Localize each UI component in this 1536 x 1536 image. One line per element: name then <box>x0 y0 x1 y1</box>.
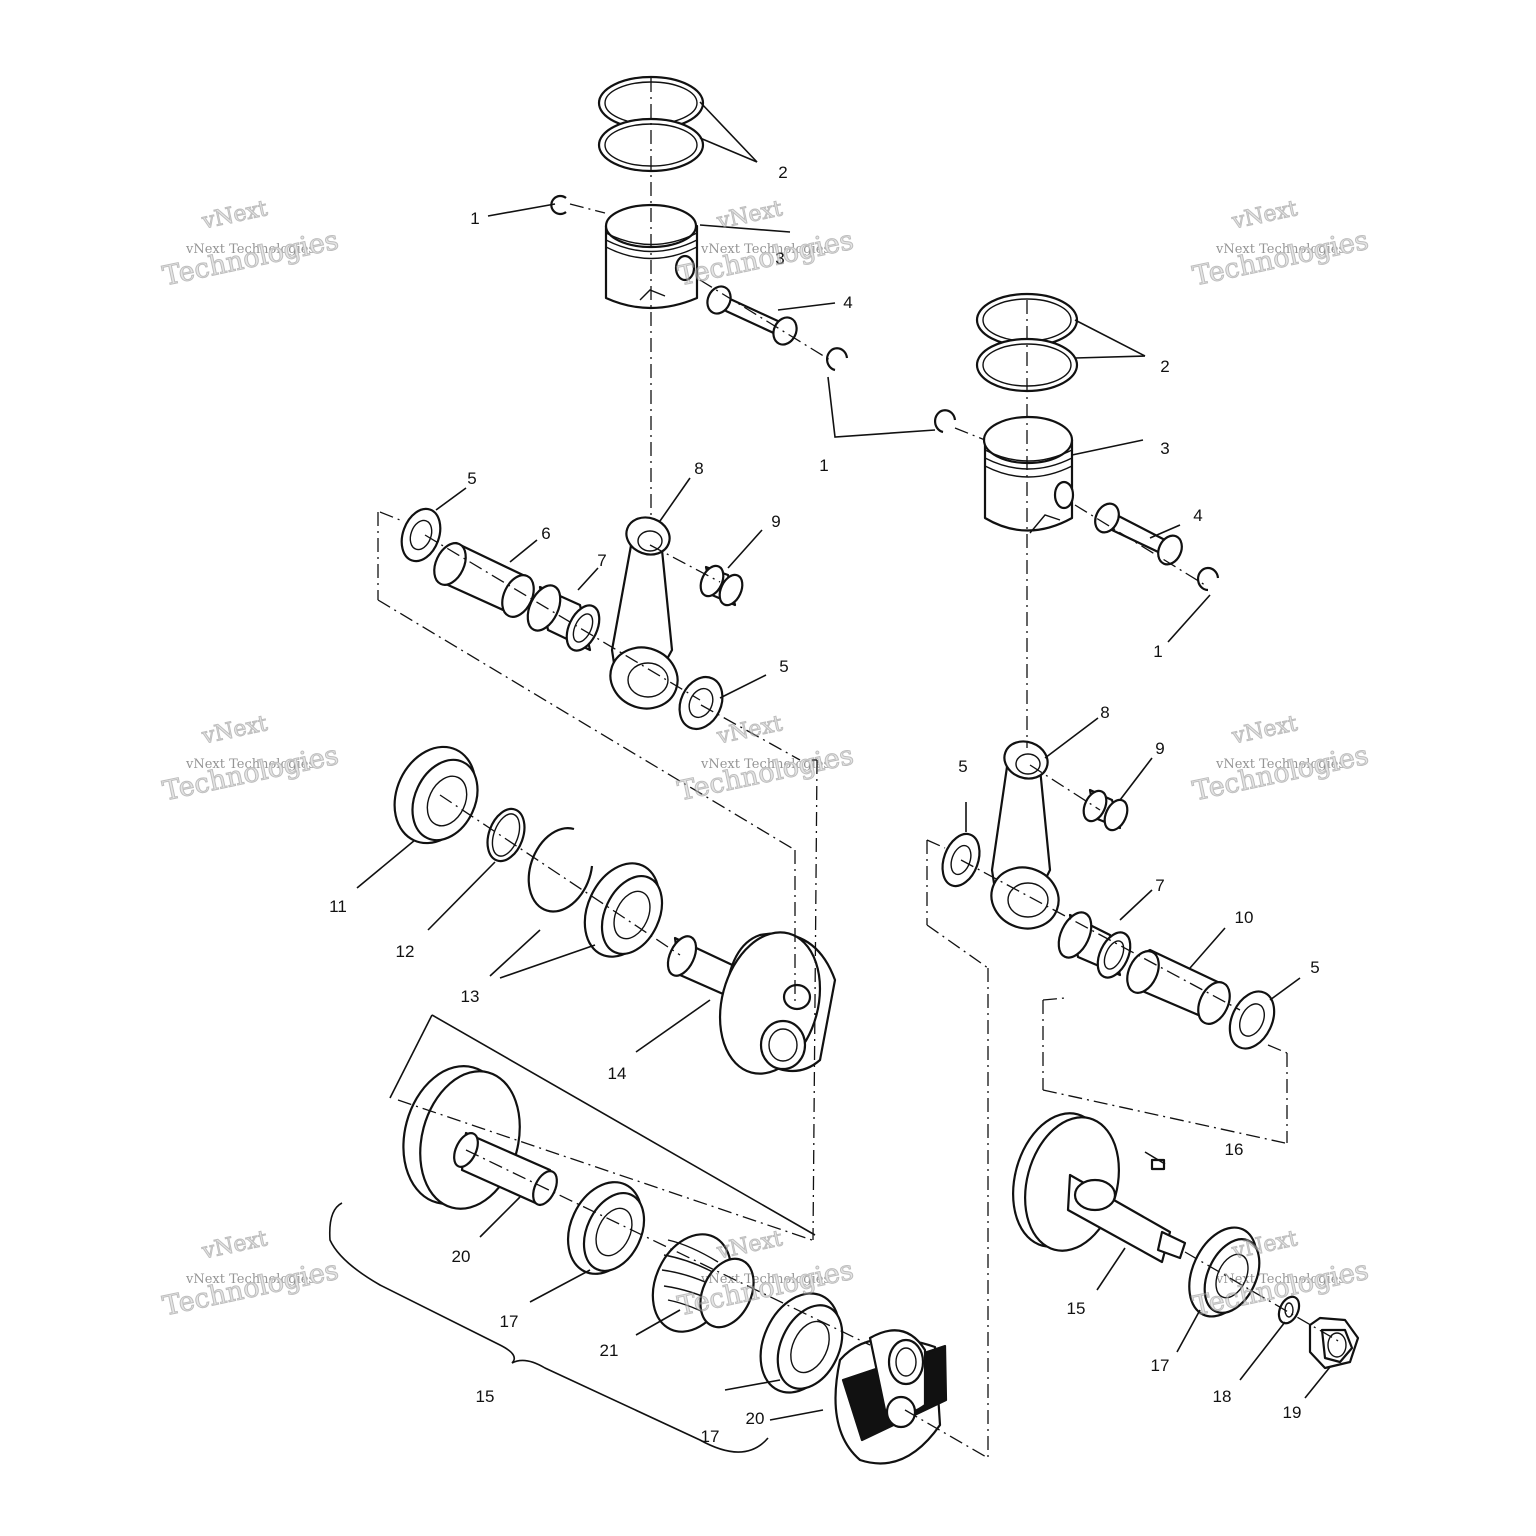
crank-pin-left <box>433 541 535 618</box>
circlip-mid-left <box>826 347 849 372</box>
labyrinth-seal-21 <box>651 1233 755 1333</box>
main-bearing-11 <box>393 745 479 845</box>
thrust-washer-upper-left <box>400 507 442 563</box>
label-19: 19 <box>1283 1403 1302 1422</box>
label-3-upper-left: 3 <box>775 249 784 268</box>
label-20-lower: 20 <box>746 1409 765 1428</box>
nut-19 <box>1308 1316 1360 1370</box>
label-15-right: 15 <box>1067 1299 1086 1318</box>
label-3-right: 3 <box>1160 439 1169 458</box>
label-13: 13 <box>461 987 480 1006</box>
label-9-left: 9 <box>771 512 780 531</box>
label-7-left: 7 <box>597 551 606 570</box>
label-18: 18 <box>1213 1387 1232 1406</box>
label-4-upper-left: 4 <box>843 293 852 312</box>
key-16 <box>1150 1158 1166 1171</box>
label-8-right: 8 <box>1100 703 1109 722</box>
label-2-upper-left: 2 <box>778 163 787 182</box>
crank-pin-right <box>1126 948 1231 1025</box>
centerlines <box>377 78 1341 1459</box>
connecting-rod-left <box>609 516 679 710</box>
label-8-left: 8 <box>694 459 703 478</box>
label-14: 14 <box>608 1064 627 1083</box>
label-5-upper-right: 5 <box>958 757 967 776</box>
ring-13 <box>527 827 594 913</box>
piston-pin-left <box>706 285 798 346</box>
thrust-washer-lower-left <box>678 676 724 730</box>
bearing-17-left-upper <box>567 1181 646 1275</box>
washer-18 <box>1277 1295 1301 1325</box>
needle-bearing-small-right <box>1082 788 1129 832</box>
label-1-right: 1 <box>1153 642 1162 661</box>
label-5-lower-right: 5 <box>1310 958 1319 977</box>
main-bearing-13 <box>583 862 664 958</box>
label-12: 12 <box>396 942 415 961</box>
snap-ring-12 <box>486 807 526 863</box>
crank-half-20-upper <box>402 1065 558 1210</box>
circlip-upper-right <box>934 409 957 434</box>
label-6-left: 6 <box>541 524 550 543</box>
label-17-right: 17 <box>1151 1356 1170 1375</box>
label-21: 21 <box>600 1341 619 1360</box>
circlip-lower-right <box>1197 566 1220 592</box>
label-5-upper-left: 5 <box>467 469 476 488</box>
needle-bearing-small-left <box>699 564 744 607</box>
label-15-left: 15 <box>476 1387 495 1406</box>
bearing-17-left-lower <box>759 1292 844 1394</box>
label-20-upper: 20 <box>452 1247 471 1266</box>
crank-half-15-right <box>1012 1112 1187 1264</box>
label-1-mid: 1 <box>819 456 828 475</box>
bearing-17-right <box>1188 1226 1261 1318</box>
label-16: 16 <box>1225 1140 1244 1159</box>
label-11: 11 <box>329 897 347 916</box>
label-17-left-lower: 17 <box>701 1427 720 1446</box>
needle-bearing-large-right <box>1057 911 1132 979</box>
label-4-right: 4 <box>1193 506 1202 525</box>
label-17-left-upper: 17 <box>500 1312 519 1331</box>
label-10-right: 10 <box>1235 908 1254 927</box>
connecting-rod-right <box>990 740 1060 930</box>
leader-lines <box>328 101 1331 1453</box>
thrust-washer-lower-right <box>1228 990 1276 1050</box>
label-7-right: 7 <box>1155 876 1164 895</box>
piston-right <box>982 415 1075 534</box>
label-1-upper-left: 1 <box>470 209 479 228</box>
piston-pin-right <box>1094 502 1183 566</box>
label-2-right: 2 <box>1160 357 1169 376</box>
callout-labels: 1 2 3 4 1 2 3 4 1 5 6 7 8 9 5 8 9 5 7 10… <box>329 163 1320 1446</box>
label-9-right: 9 <box>1155 739 1164 758</box>
crank-half-20-lower <box>834 1329 948 1465</box>
label-5-lower-left: 5 <box>779 657 788 676</box>
crank-half-14 <box>666 931 837 1075</box>
